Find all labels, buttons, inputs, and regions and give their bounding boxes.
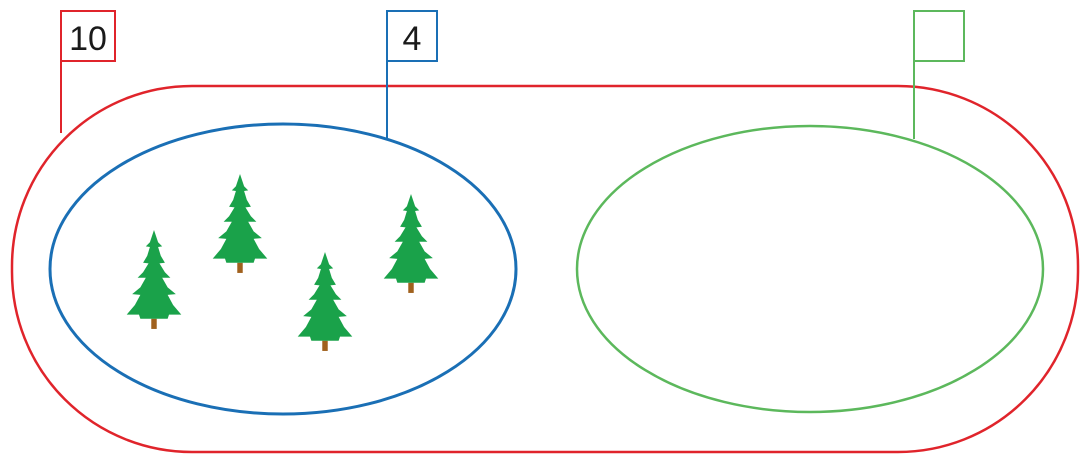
known-part-label-box (386, 10, 438, 62)
known-part-outline (48, 122, 518, 416)
known-part-set: 4 (48, 10, 518, 416)
pine-tree-icon (297, 252, 353, 351)
unknown-part-set (575, 10, 1045, 414)
whole-set: 10 (10, 10, 1080, 454)
unknown-part-outline (575, 124, 1045, 414)
known-part-label: 4 (403, 20, 422, 58)
whole-outline (10, 84, 1080, 454)
pine-tree-icon (126, 230, 182, 329)
pine-tree-icon (383, 194, 439, 293)
pine-tree-icon (212, 174, 268, 273)
unknown-part-answer-box[interactable] (913, 10, 965, 62)
whole-label-box (60, 10, 116, 62)
whole-label: 10 (69, 20, 107, 58)
